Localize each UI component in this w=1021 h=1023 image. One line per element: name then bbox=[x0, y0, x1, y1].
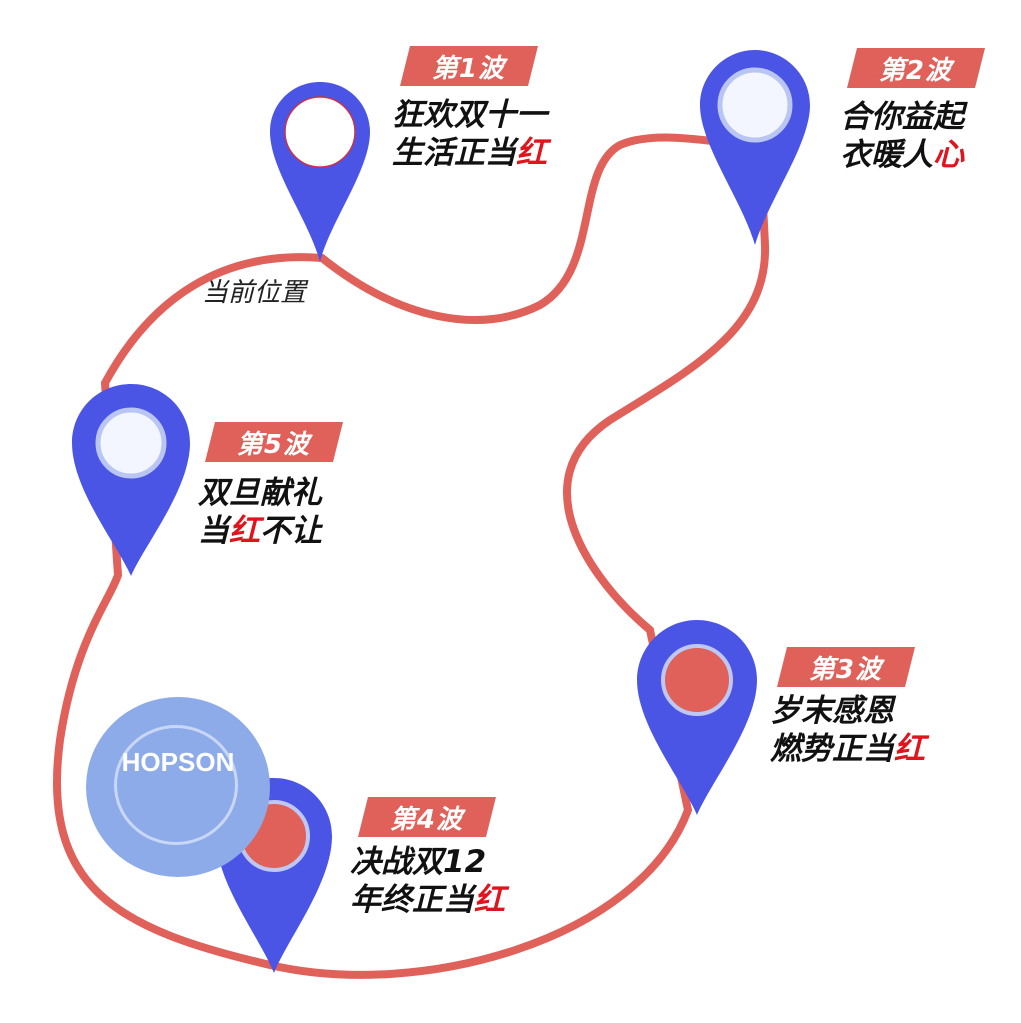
wave-5-caption: 双旦献礼 当红不让 bbox=[198, 474, 322, 550]
pin-inner-circle bbox=[717, 67, 793, 143]
wave-5-line-1: 双旦献礼 bbox=[198, 475, 322, 511]
wave-2-badge-text: 第2波 bbox=[879, 55, 953, 86]
wave-3-badge: 第3波 bbox=[777, 647, 915, 687]
pin-wave-5[interactable] bbox=[72, 384, 190, 576]
wave-2-caption: 合你益起 衣暖人心 bbox=[840, 98, 964, 174]
wave-2-line-2: 衣暖人心 bbox=[840, 136, 964, 174]
wave-3-line-2: 燃势正当红 bbox=[770, 730, 925, 768]
wave-1-line-2-main: 生活正当 bbox=[392, 135, 516, 171]
wave-5-badge-text: 第5波 bbox=[237, 429, 311, 460]
wave-3-line-1: 岁末感恩 bbox=[770, 693, 894, 729]
pin-inner-circle bbox=[95, 407, 167, 479]
wave-4-badge: 第4波 bbox=[358, 797, 496, 837]
wave-4-highlight: 红 bbox=[474, 882, 505, 918]
pin-inner-circle bbox=[284, 96, 356, 168]
wave-5-highlight: 红 bbox=[229, 513, 260, 549]
wave-1-caption: 狂欢双十一 生活正当红 bbox=[392, 96, 547, 172]
wave-3-badge-text: 第3波 bbox=[809, 654, 883, 685]
wave-4-badge-text: 第4波 bbox=[390, 804, 464, 835]
wave-3-highlight: 红 bbox=[894, 731, 925, 767]
wave-2-line-1: 合你益起 bbox=[840, 99, 964, 135]
wave-5-badge: 第5波 bbox=[205, 422, 343, 462]
pin-inner-circle bbox=[661, 644, 733, 716]
wave-5-line-2: 当红不让 bbox=[198, 512, 322, 550]
wave-2-line-2-main: 衣暖人 bbox=[840, 137, 933, 173]
wave-4-line-2: 年终正当红 bbox=[350, 881, 505, 919]
wave-1-badge-text: 第1波 bbox=[432, 53, 506, 84]
logo-text: HOPSON bbox=[121, 747, 235, 777]
wave-1-line-2: 生活正当红 bbox=[392, 134, 547, 172]
wave-4-caption: 决战双12 年终正当红 bbox=[350, 843, 505, 919]
wave-1-line-1: 狂欢双十一 bbox=[392, 97, 547, 133]
wave-5-line-2-main: 当 bbox=[198, 513, 229, 549]
pin-wave-1[interactable] bbox=[270, 82, 370, 262]
pin-wave-2[interactable] bbox=[700, 50, 810, 245]
wave-1-badge: 第1波 bbox=[400, 46, 538, 86]
wave-3-caption: 岁末感恩 燃势正当红 bbox=[770, 692, 925, 768]
wave-4-line-2-main: 年终正当 bbox=[350, 882, 474, 918]
wave-2-highlight: 心 bbox=[933, 137, 964, 173]
wave-1-highlight: 红 bbox=[516, 135, 547, 171]
pin-wave-3[interactable] bbox=[637, 620, 757, 815]
wave-5-line-2-tail: 不让 bbox=[260, 513, 322, 549]
wave-4-line-1: 决战双12 bbox=[350, 844, 487, 880]
logo-ring bbox=[114, 725, 238, 845]
hopson-logo: HOPSON bbox=[86, 697, 270, 877]
wave-3-line-2-main: 燃势正当 bbox=[770, 731, 894, 767]
wave-2-badge: 第2波 bbox=[847, 48, 985, 88]
route-path bbox=[52, 133, 770, 979]
current-position-label: 当前位置 bbox=[202, 278, 307, 308]
